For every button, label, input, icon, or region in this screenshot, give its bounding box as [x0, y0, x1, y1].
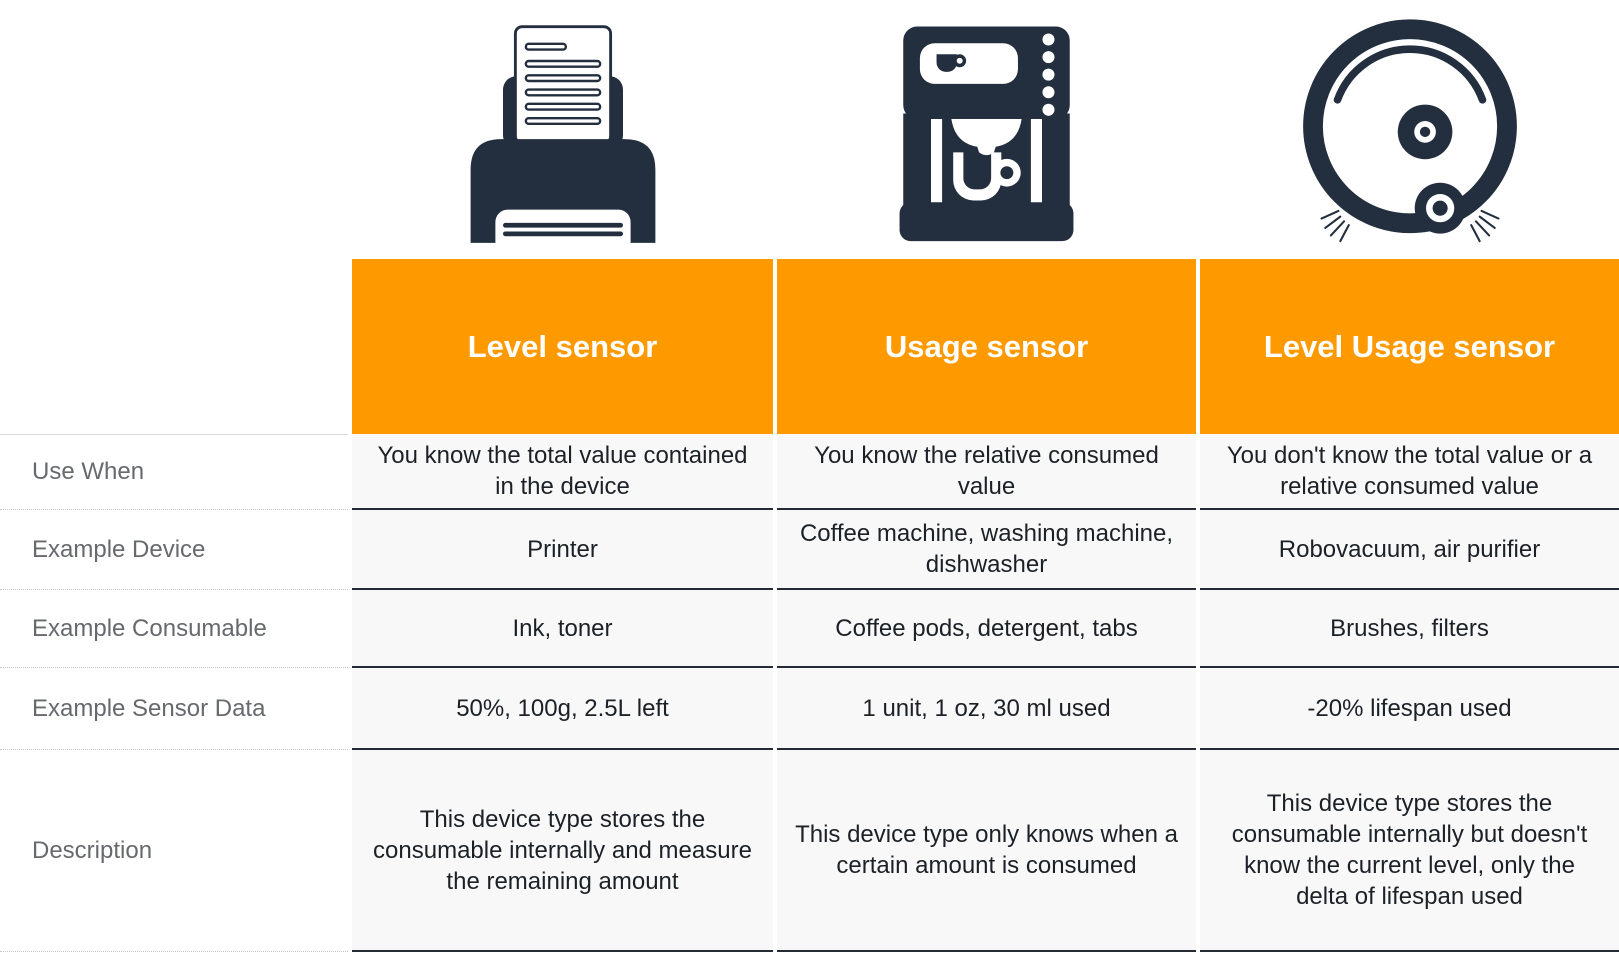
cell-use-when-usage: You know the relative consumed value: [777, 434, 1196, 510]
cell-example-sensor-data-level-usage: -20% lifespan used: [1200, 668, 1619, 750]
row-label-example-sensor-data: Example Sensor Data: [0, 668, 348, 750]
row-label-example-device: Example Device: [0, 510, 348, 590]
column-header-label: Level sensor: [467, 328, 658, 364]
row-label-example-consumable: Example Consumable: [0, 590, 348, 668]
column-header-label: Usage sensor: [884, 328, 1089, 364]
coffee-machine-icon: [899, 26, 1074, 242]
robovacuum-icon-cell: [1200, 0, 1619, 259]
coffee-machine-icon-cell: [777, 0, 1196, 259]
cell-example-device-level-usage: Robovacuum, air purifier: [1200, 510, 1619, 590]
cell-description-level-usage: This device type stores the consumable i…: [1200, 750, 1619, 952]
cell-description-usage: This device type only knows when a certa…: [777, 750, 1196, 952]
column-header-level-usage-sensor: Level Usage sensor: [1200, 259, 1619, 434]
cell-example-consumable-usage: Coffee pods, detergent, tabs: [777, 590, 1196, 668]
printer-icon-cell: [352, 0, 773, 259]
robovacuum-icon: [1302, 19, 1517, 243]
top-left-spacer: [0, 0, 348, 259]
header-left-spacer: [0, 259, 348, 434]
cell-use-when-level-usage: You don't know the total value or a rela…: [1200, 434, 1619, 510]
cell-example-consumable-level-usage: Brushes, filters: [1200, 590, 1619, 668]
cell-example-sensor-data-usage: 1 unit, 1 oz, 30 ml used: [777, 668, 1196, 750]
row-label-use-when: Use When: [0, 434, 348, 510]
cell-description-level: This device type stores the consumable i…: [352, 750, 773, 952]
column-header-label: Level Usage sensor: [1263, 328, 1556, 364]
column-header-usage-sensor: Usage sensor: [777, 259, 1196, 434]
cell-example-device-level: Printer: [352, 510, 773, 590]
cell-example-consumable-level: Ink, toner: [352, 590, 773, 668]
column-header-level-sensor: Level sensor: [352, 259, 773, 434]
cell-use-when-level: You know the total value contained in th…: [352, 434, 773, 510]
row-label-description: Description: [0, 750, 348, 952]
cell-example-device-usage: Coffee machine, washing machine, dishwas…: [777, 510, 1196, 590]
cell-example-sensor-data-level: 50%, 100g, 2.5L left: [352, 668, 773, 750]
printer-icon: [470, 25, 655, 243]
